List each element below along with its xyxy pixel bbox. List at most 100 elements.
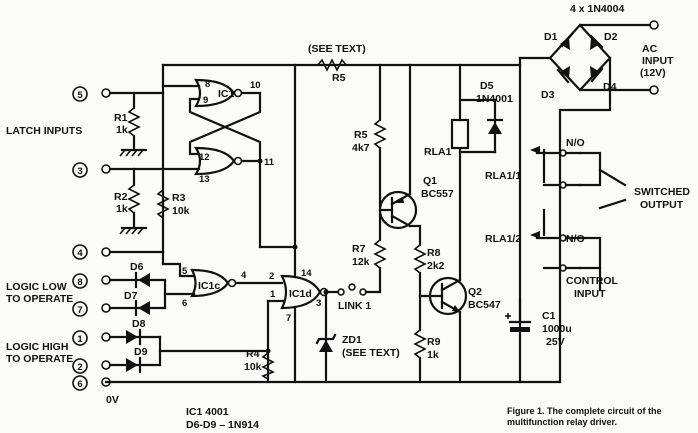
pin-14: 14 xyxy=(301,268,312,279)
pin-10: 10 xyxy=(250,80,261,91)
c1-rating: 25V xyxy=(546,336,565,348)
resistor-r3 xyxy=(156,189,170,219)
resistor-r7 xyxy=(373,239,387,269)
wire-switched-out-2 xyxy=(598,198,627,210)
terminal-2 xyxy=(101,360,111,370)
switched-output-label-2: OUTPUT xyxy=(640,199,684,211)
pin-8: 8 xyxy=(205,79,210,90)
r9-label: R9 xyxy=(427,336,441,348)
ac-label-2: INPUT xyxy=(642,55,674,67)
control-input-label-2: INPUT xyxy=(574,288,606,300)
terminal-3 xyxy=(101,164,111,174)
resistor-r4 xyxy=(261,352,275,380)
link-1-label: LINK 1 xyxy=(338,300,371,312)
no-label-1: N/O xyxy=(566,137,585,149)
q2-value: BC547 xyxy=(468,299,501,311)
d2-label: D2 xyxy=(604,31,618,43)
ic1c-label: IC1c xyxy=(198,280,220,292)
r8-value: 2k2 xyxy=(427,260,445,272)
wire-switched-1 xyxy=(578,151,602,187)
contact-arrow-2 xyxy=(530,231,540,239)
diode-part-note: D6-D9 – 1N914 xyxy=(186,419,259,431)
terminal-4 xyxy=(101,247,111,257)
logic-low-label: LOGIC LOW xyxy=(6,281,67,293)
pin-9: 9 xyxy=(203,95,208,106)
ic1d-label: IC1d xyxy=(289,288,312,300)
d1-label: D1 xyxy=(544,31,558,43)
r3-value: 10k xyxy=(172,205,190,217)
resistor-r1 xyxy=(119,91,148,157)
svg-text:1: 1 xyxy=(77,334,83,345)
logic-high-label: LOGIC HIGH xyxy=(6,341,68,353)
svg-text:7: 7 xyxy=(77,305,82,316)
pin-11: 11 xyxy=(264,157,275,168)
r7-value: 12k xyxy=(352,256,370,268)
link-1 xyxy=(326,283,382,296)
terminal-5 xyxy=(101,88,111,98)
d8-label: D8 xyxy=(132,318,146,330)
relay-coil-rla1 xyxy=(450,118,470,150)
zener-zd1 xyxy=(315,333,337,352)
terminal-marker-3: 3 xyxy=(72,162,88,178)
resistor-r5-top xyxy=(317,58,347,72)
logic-low-label-2: TO OPERATE xyxy=(6,293,73,305)
transistor-q1 xyxy=(378,190,418,230)
r5b-label: R5 xyxy=(354,129,368,141)
c1-label: C1 xyxy=(542,310,556,322)
r4-label: R4 xyxy=(246,348,260,360)
resistor-r5-4k7 xyxy=(373,119,387,149)
zd1-note: (SEE TEXT) xyxy=(342,347,400,359)
pin-7: 7 xyxy=(286,313,291,324)
terminal-marker-7: 7 xyxy=(72,301,88,317)
d5-label: D5 xyxy=(480,80,494,92)
terminal-6 xyxy=(101,377,111,387)
r1-label: R1 xyxy=(114,112,128,124)
r4-value: 10k xyxy=(244,361,262,373)
pin-1: 1 xyxy=(270,289,276,300)
r2-label: R2 xyxy=(114,191,128,203)
resistor-r2 xyxy=(119,167,148,235)
r3-label: R3 xyxy=(172,192,186,204)
d7-label: D7 xyxy=(124,290,138,302)
r8-label: R8 xyxy=(427,247,441,259)
ic1-label: IC1 xyxy=(218,88,235,100)
r2-value: 1k xyxy=(116,203,128,215)
pin-6: 6 xyxy=(182,298,187,309)
terminal-7 xyxy=(101,303,111,313)
terminal-marker-8: 8 xyxy=(72,273,88,289)
r1-value: 1k xyxy=(116,124,128,136)
rla1-label: RLA1 xyxy=(424,146,452,158)
terminal-8 xyxy=(101,275,111,285)
rla1-1-label: RLA1/1 xyxy=(485,170,521,182)
relay-contact-rla1-1 xyxy=(535,148,582,189)
bridge-label: 4 x 1N4004 xyxy=(570,3,624,15)
contact-arrow-1 xyxy=(530,146,540,154)
wire-switched-out-1 xyxy=(598,168,627,187)
c1-value: 1000u xyxy=(542,323,572,335)
pin-13: 13 xyxy=(199,174,210,185)
node-zd1 xyxy=(323,289,329,295)
d4-label: D4 xyxy=(603,81,617,93)
diode-d6 xyxy=(108,271,167,289)
resistor-r8 xyxy=(413,244,427,274)
ic1-part-note: IC1 4001 xyxy=(186,406,229,418)
r7-label: R7 xyxy=(352,243,366,255)
ac-label-1: AC xyxy=(642,43,658,55)
r9-value: 1k xyxy=(427,349,439,361)
node-r4 xyxy=(265,348,271,354)
zd1-label: ZD1 xyxy=(342,334,362,346)
d6-label: D6 xyxy=(130,261,144,273)
node-ic1d-vcc xyxy=(292,244,298,250)
svg-text:8: 8 xyxy=(77,277,82,288)
r5b-value: 4k7 xyxy=(352,142,370,154)
ground-label: 0V xyxy=(106,394,119,406)
pin-3: 3 xyxy=(316,298,321,309)
figure-caption: Figure 1. The complete circuit of the xyxy=(507,406,662,416)
capacitor-c1 xyxy=(505,298,532,332)
figure-caption-2: multifunction relay driver. xyxy=(507,417,617,427)
ac-terminal-1 xyxy=(649,20,659,30)
d3-label: D3 xyxy=(541,89,555,101)
svg-text:6: 6 xyxy=(77,379,82,390)
latch-inputs-label: LATCH INPUTS xyxy=(6,125,82,137)
